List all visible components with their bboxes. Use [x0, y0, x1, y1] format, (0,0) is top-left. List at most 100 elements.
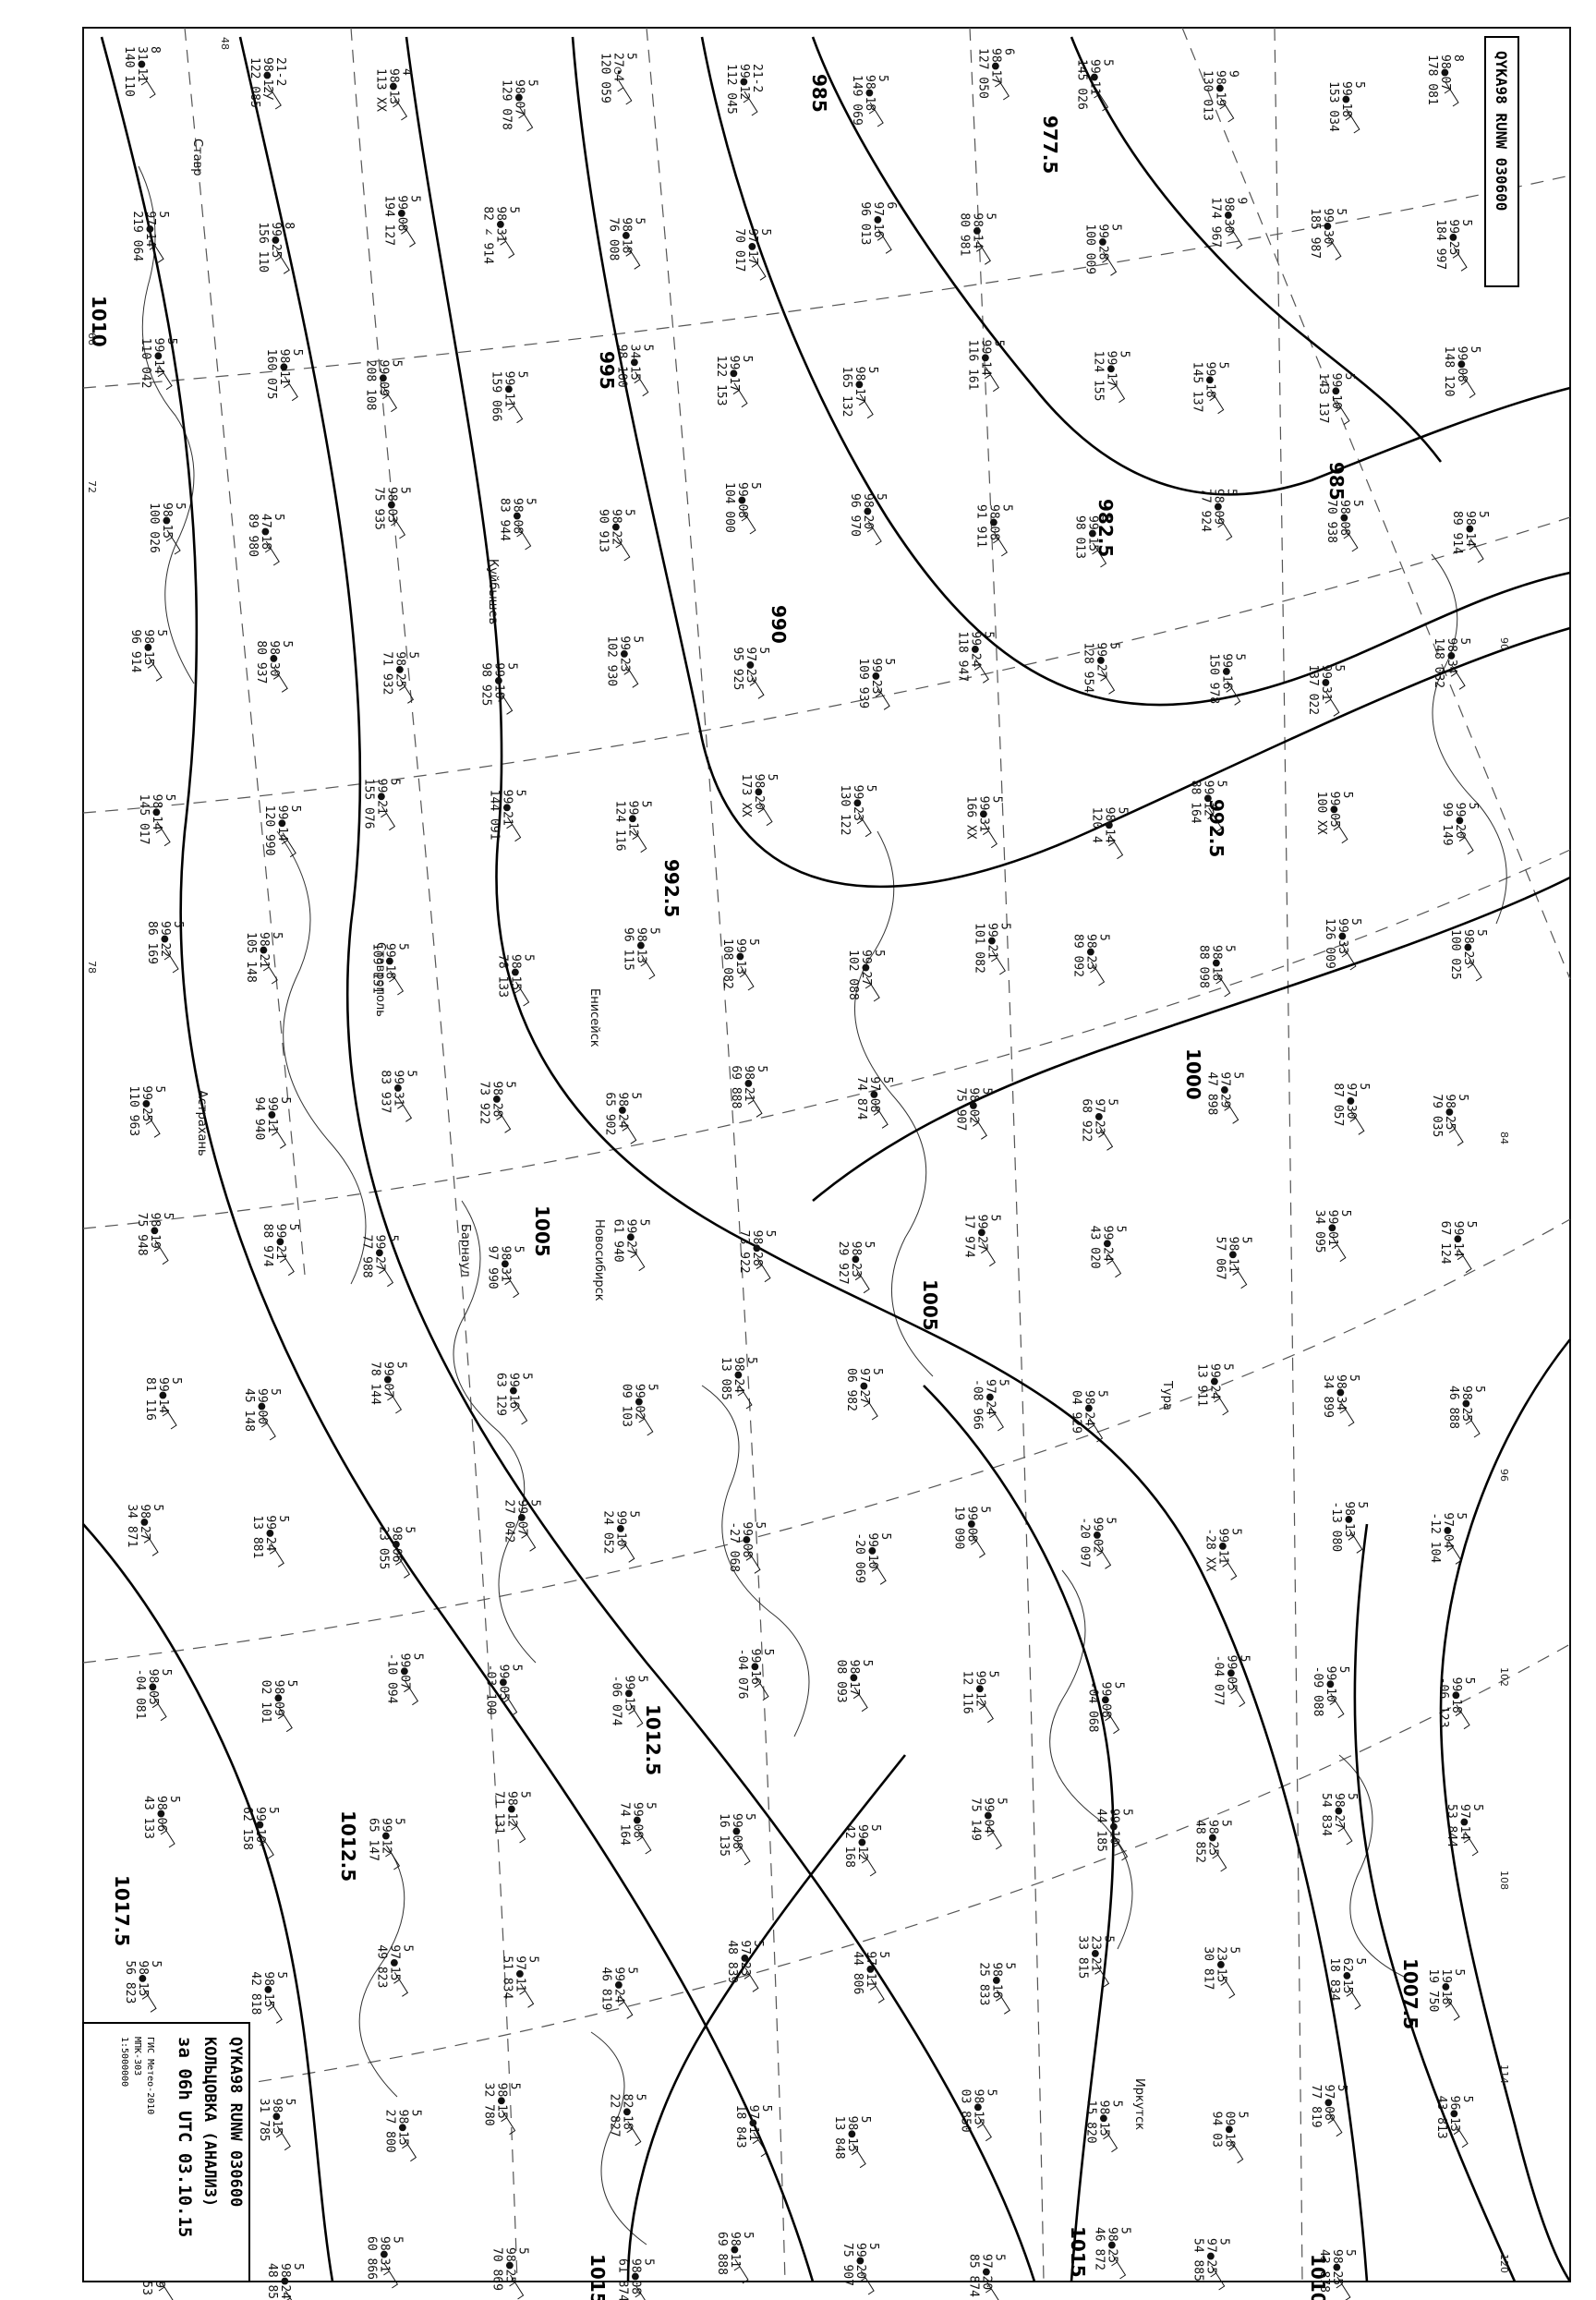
station-value: 5: [410, 1653, 424, 1661]
meridian-label: 108: [1498, 1870, 1510, 1890]
wind-barb: [985, 2281, 1000, 2300]
wind-barb: [1349, 1110, 1365, 1135]
station-value: 5: [392, 1818, 405, 1825]
wind-barb: [1094, 86, 1109, 112]
station-value: 100 009: [1082, 224, 1096, 274]
station-value: 5: [1002, 1962, 1016, 1969]
station-value: 99 149: [1440, 803, 1454, 846]
wind-barb: [1465, 1412, 1481, 1438]
station-value: 5: [998, 923, 1011, 930]
station-value: 5: [164, 338, 178, 345]
station-value: 75 149: [968, 1798, 982, 1841]
station-value: 5: [1338, 1210, 1352, 1217]
station-value: 5: [1355, 1501, 1369, 1508]
wind-barb: [1110, 378, 1126, 404]
station-value: 130 122: [838, 785, 852, 836]
station-value: 5: [865, 367, 879, 374]
station-value: 4: [399, 68, 413, 76]
isobar-label: 1015: [1067, 2226, 1089, 2278]
station-value: 5: [1231, 1071, 1245, 1079]
station-value: 99●16: [507, 1373, 521, 1409]
station-value: 98●23: [1083, 934, 1097, 970]
station-value: 24 052: [601, 1510, 615, 1554]
station-value: 5: [862, 1241, 876, 1249]
station-value: 46 888: [1446, 1386, 1460, 1429]
wind-barb: [155, 821, 171, 847]
station-value: 5: [1223, 945, 1237, 952]
isobars: [82, 36, 1572, 2282]
wind-barb: [141, 1988, 157, 2013]
wind-barb: [1209, 389, 1225, 415]
station-value: 98●25: [393, 651, 406, 687]
isobar-label: 985: [1325, 462, 1348, 501]
meridian-label: 48: [219, 37, 231, 50]
station-value: 148 120: [1442, 346, 1456, 397]
station-value: 5: [1229, 1528, 1243, 1535]
wind-barb: [1226, 681, 1241, 706]
station-value: 17 974: [961, 1215, 975, 1258]
wind-barb: [749, 674, 765, 699]
station-value: 5: [866, 2243, 880, 2250]
station-value: 5: [755, 1065, 768, 1072]
station-value: 99●15: [1085, 515, 1099, 551]
station-value: 99●10: [1329, 373, 1343, 409]
station-value: 98●25: [1443, 1094, 1457, 1130]
wind-barb: [382, 387, 398, 413]
station-value: 149 069: [850, 75, 864, 126]
station-value: 43 813: [1434, 2096, 1448, 2139]
station-value: 82●18: [621, 2094, 635, 2130]
station-value: 5: [266, 1807, 280, 1814]
station-value: 5: [1335, 2085, 1348, 2092]
header-box: QYKA98 RUNW 030600: [1484, 36, 1519, 287]
wind-barb: [145, 1113, 161, 1138]
station-value: 43 020: [1087, 1226, 1101, 1269]
station-value: -27 068: [727, 1521, 741, 1572]
station-value: 5: [1119, 1809, 1133, 1816]
station-value: 5: [983, 212, 997, 220]
station-value: 98●19: [1214, 70, 1227, 106]
isobar-label: 982.5: [1094, 499, 1117, 557]
station-value: 98●31: [377, 2236, 391, 2272]
station-value: 5: [868, 1824, 882, 1832]
station-value: 219 064: [130, 211, 144, 261]
station-value: 98●06: [154, 1796, 168, 1832]
station-value: 98●15: [971, 2089, 985, 2125]
wind-barb: [743, 91, 758, 116]
wind-barb: [733, 2258, 749, 2284]
station-value: 98●17: [847, 1660, 861, 1696]
meridian-label: 72: [86, 480, 98, 493]
station-value: 23 055: [376, 1526, 390, 1569]
station-value: 97●15: [387, 1944, 401, 1980]
meridian-label: 102: [1498, 1667, 1510, 1687]
isobar-label: 1007.5: [1399, 1958, 1421, 2029]
station-value: 27 042: [502, 1499, 516, 1543]
wind-barb: [1453, 2123, 1469, 2149]
station-value: 165 132: [840, 367, 853, 418]
station-value: 98●12: [505, 1791, 519, 1827]
station-value: 5: [1454, 1512, 1468, 1519]
station-value: 87 057: [1331, 1083, 1345, 1126]
station-value: 99●08: [1098, 1682, 1112, 1718]
station-value: 83 937: [378, 1070, 392, 1113]
legend-box: QYKA98 RUNW 030600 КОЛЬЦОВКА (АНАЛИЗ) за…: [82, 2022, 250, 2282]
station-value: 5: [1457, 637, 1471, 645]
station-value: 99●10: [865, 1532, 879, 1568]
